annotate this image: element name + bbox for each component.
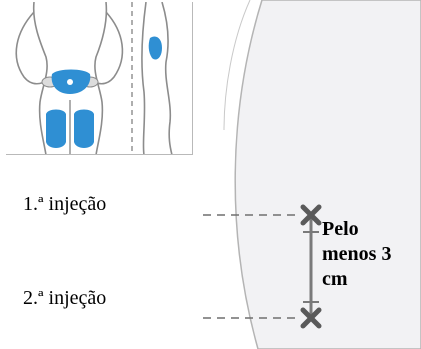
distance-line-3: cm <box>322 268 348 290</box>
body-figure-inset <box>6 2 193 155</box>
minimum-distance-label: Pelo menos 3 cm <box>322 217 391 292</box>
distance-line-2: menos 3 <box>322 243 392 265</box>
distance-line-1: Pelo <box>322 218 359 240</box>
x-mark-icon <box>300 307 322 329</box>
first-injection-label: 1.ª injeção <box>23 193 107 215</box>
body-silhouette-icon <box>15 2 173 154</box>
x-mark-icon <box>300 204 322 226</box>
second-injection-label: 2.ª injeção <box>23 287 107 309</box>
